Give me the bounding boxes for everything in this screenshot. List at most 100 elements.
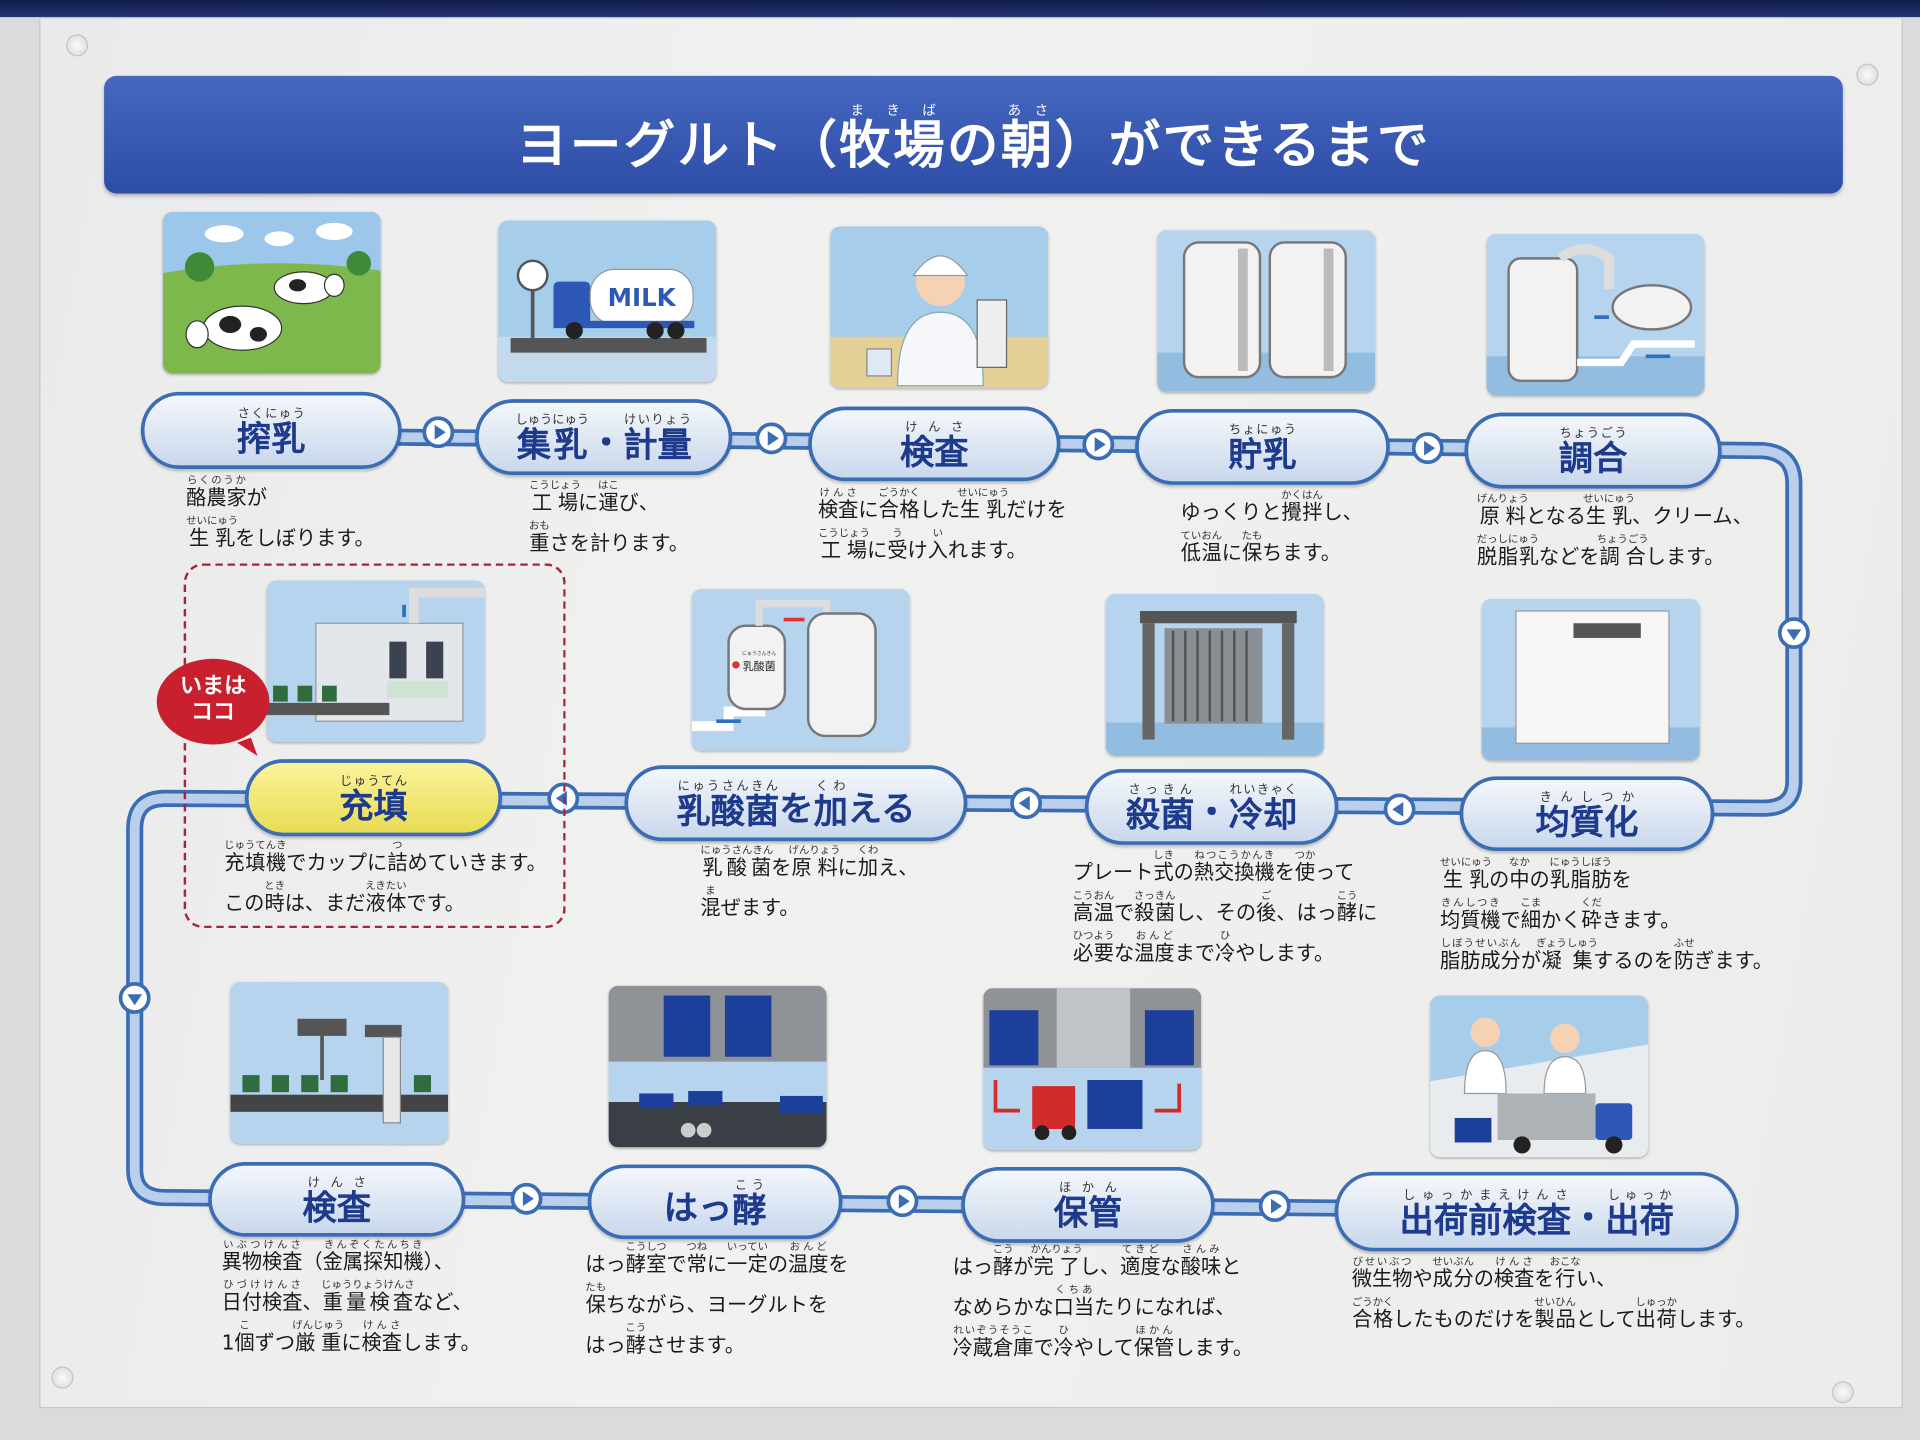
text-segment: で <box>1500 908 1521 932</box>
furigana: いぶつけんさ <box>221 1239 303 1252</box>
ruby-word: 計量けいりょう <box>623 413 692 466</box>
text-segment: を <box>1534 1267 1555 1291</box>
text-segment: めていきます。 <box>407 851 547 875</box>
text-segment: するのを <box>1593 948 1674 973</box>
text-segment: 、 <box>302 1290 323 1314</box>
ruby-word: 脂肪成分しぼうせいぶん <box>1440 937 1521 973</box>
text-segment: させます。 <box>645 1333 745 1357</box>
furigana: こう <box>1336 890 1358 903</box>
ruby-word: 調合ちょうごう <box>1596 533 1649 569</box>
ruby-word: 充填じゅうてん <box>339 774 408 826</box>
text-segment: を <box>828 1252 849 1276</box>
ruby-word: 凝集ぎょうしゅう <box>1536 937 1599 973</box>
ruby-word: 保たも <box>1241 530 1263 565</box>
furigana: ごうかく <box>878 487 920 500</box>
ruby-word: 行おこな <box>1549 1256 1581 1291</box>
description-line: 重おもさを計ります。 <box>529 520 689 560</box>
text-segment: なめらかな <box>952 1295 1054 1319</box>
ruby-word: 完了かんりょう <box>1030 1244 1083 1279</box>
text-segment: ぎます。 <box>1694 948 1773 973</box>
text-segment: に <box>867 538 888 563</box>
ruby-word: 検査けんさ <box>899 420 969 473</box>
arrow-left-icon <box>547 782 580 815</box>
ruby-word: 入い <box>927 527 948 563</box>
text-segment: な <box>1113 941 1135 965</box>
ruby-word: 製品せいひん <box>1534 1296 1576 1332</box>
bolt-icon <box>1856 63 1879 86</box>
step-storage-description: はっ酵こうが完了かんりょうし、適度てきどな酸味さんみとなめらかな口当くちあたりに… <box>953 1244 1253 1365</box>
ruby-word: 脱脂乳だっしにゅう <box>1476 533 1540 569</box>
ruby-word: 微生物びせいぶつ <box>1351 1256 1413 1291</box>
step-add-lactic-bacteria-pill: 乳酸菌にゅうさんきんを加くわえる <box>624 765 968 842</box>
ruby-word: 日付検査ひづけけんさ <box>221 1279 303 1314</box>
arrow-right-icon <box>1411 432 1444 465</box>
ruby-word: 式しき <box>1153 849 1174 885</box>
description-line: 1個こずつ厳重げんじゅうに検査けんさします。 <box>222 1320 481 1360</box>
ruby-word: 防ふせ <box>1673 937 1695 973</box>
furigana: こま <box>1520 897 1542 910</box>
heat-exchanger-icon <box>1105 593 1324 756</box>
filling-machine-icon <box>266 580 485 743</box>
furigana: しゅっかまえけんさ <box>1399 1188 1571 1202</box>
description-line: 日付検査ひづけけんさ、重量検査じゅうりょうけんさなど、 <box>222 1280 481 1320</box>
description-line: 乳酸菌にゅうさんきんを原料げんりょうに加くわえ、 <box>700 845 918 885</box>
furigana: ひつよう <box>1072 930 1115 943</box>
furigana: こうじょう <box>528 480 582 493</box>
description-line: はっ酵こうさせます。 <box>585 1322 848 1362</box>
description-line: ゆっくりと攪拌かくはんし、 <box>1180 490 1362 530</box>
furigana: せいにゅう <box>1440 857 1493 870</box>
text-segment: ちます。 <box>1262 541 1341 565</box>
furigana: こうじょう <box>817 527 871 541</box>
arrow-right-icon <box>886 1185 919 1218</box>
furigana: けんさ <box>361 1320 402 1333</box>
text-segment: ゆっくりと <box>1180 500 1282 525</box>
arrow-right-icon <box>755 422 788 455</box>
ruby-word: 酵こう <box>625 1322 647 1357</box>
text-segment: れます。 <box>947 538 1027 563</box>
text-segment: に <box>837 855 858 880</box>
furigana: とき <box>264 880 286 893</box>
text-segment: はっ <box>585 1333 626 1357</box>
ruby-word: 工場こうじょう <box>817 527 871 563</box>
ruby-word: 検査けんさ <box>302 1176 372 1228</box>
ruby-word: 個こ <box>234 1320 255 1355</box>
text-segment: ちながら、ヨーグルトを <box>605 1293 829 1317</box>
step-filling-pill: 充填じゅうてん <box>244 759 503 837</box>
description-line: 必要ひつような温度おんどまで冷ひやします。 <box>1073 931 1378 971</box>
text-segment: に <box>706 1252 728 1276</box>
description-line: 工場こうじょうに受うけ入いれます。 <box>818 528 1067 568</box>
furigana: ま <box>700 885 721 898</box>
ruby-word: 原料げんりょう <box>788 844 841 880</box>
text-segment: に <box>1357 901 1378 925</box>
furigana: くちあ <box>1053 1284 1095 1297</box>
furigana: こうしつ <box>625 1241 667 1254</box>
furigana: せいにゅう <box>957 487 1010 500</box>
furigana: ぎょうしゅう <box>1536 937 1599 951</box>
ruby-word: 保たも <box>585 1282 607 1317</box>
furigana: せいぶん <box>1432 1256 1474 1269</box>
lactic-tank-label: 乳酸菌 <box>743 659 776 673</box>
text-segment: さを計ります。 <box>549 531 689 555</box>
description-line: なめらかな口当くちあたりになれば、 <box>953 1284 1253 1324</box>
text-segment: を <box>1611 868 1632 892</box>
furigana: つ <box>387 840 408 853</box>
text-segment: ・ <box>588 422 624 463</box>
description-line: この時ときは、まだ液体えきたいです。 <box>224 880 547 920</box>
furigana: げんりょう <box>788 844 841 858</box>
text-segment: します。 <box>1645 544 1725 569</box>
text-segment: となる <box>1525 504 1586 528</box>
step-final-inspection-pill: 検査けんさ <box>208 1162 466 1237</box>
description-line: 生乳せいにゅうをしぼります。 <box>186 516 375 556</box>
furigana: ひ <box>1053 1324 1074 1338</box>
ruby-word: 使つか <box>1294 849 1316 885</box>
furigana: こうおん <box>1072 890 1115 903</box>
shipping-truck-icon <box>1430 995 1649 1158</box>
step-collection-weighing-description: 工場こうじょうに運はこび、重おもさを計ります。 <box>529 480 689 561</box>
ruby-word: 調合ちょうごう <box>1558 427 1628 479</box>
ruby-word: 工場こうじょう <box>528 480 582 515</box>
furigana: おこな <box>1549 1256 1581 1269</box>
ruby-word: 運はこ <box>598 480 619 515</box>
step-filling-description: 充填機じゅうてんきでカップに詰つめていきます。この時ときは、まだ液体えきたいです… <box>224 840 547 921</box>
furigana: じゅうてん <box>339 774 408 788</box>
